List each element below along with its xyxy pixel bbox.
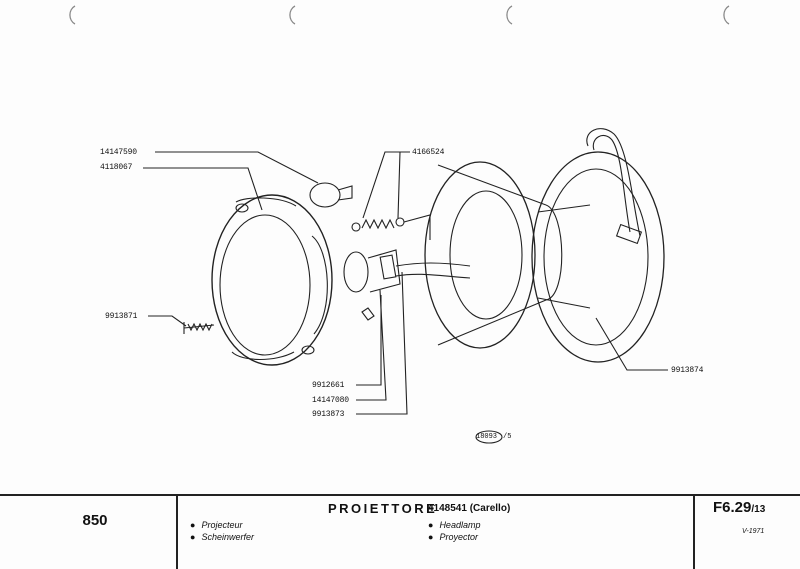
figure-ref-number: 18093 [476, 433, 498, 441]
lang-en: ●Headlamp [428, 520, 481, 530]
callout-14147590: 14147590 [100, 148, 137, 157]
punch-hole-mark [289, 5, 296, 25]
model-number: 850 [82, 512, 108, 529]
callout-9912661: 9912661 [312, 381, 345, 390]
bullet-icon: ● [190, 532, 196, 542]
punch-hole-mark [69, 5, 76, 25]
lang-es: ●Proyector [428, 532, 478, 542]
part-title-sub: 4148541 (Carello) [428, 503, 511, 514]
figure-reference: 18093/5 [476, 433, 511, 441]
callout-14147080: 14147080 [312, 396, 349, 405]
lang-de: ●Scheinwerfer [190, 532, 254, 542]
bullet-icon: ● [428, 532, 434, 542]
lang-fr: ●Projecteur [190, 520, 243, 530]
callout-4166524: 4166524 [412, 148, 445, 157]
figure-ref-suffix: /5 [503, 433, 512, 441]
callout-9913874: 9913874 [671, 366, 704, 375]
part-title: PROIETTORE [328, 501, 438, 516]
page-code: F6.29/13 [713, 499, 766, 516]
punch-hole-mark [723, 5, 730, 25]
bullet-icon: ● [428, 520, 434, 530]
callout-9913871: 9913871 [105, 312, 138, 321]
callout-4118067: 4118067 [100, 163, 133, 172]
footer-top-rule [0, 494, 800, 496]
punch-hole-mark [506, 5, 513, 25]
footer-divider [693, 494, 695, 569]
callout-9913873: 9913873 [312, 410, 345, 419]
revision-date: V-1971 [742, 528, 765, 535]
footer-divider [176, 494, 178, 569]
bullet-icon: ● [190, 520, 196, 530]
